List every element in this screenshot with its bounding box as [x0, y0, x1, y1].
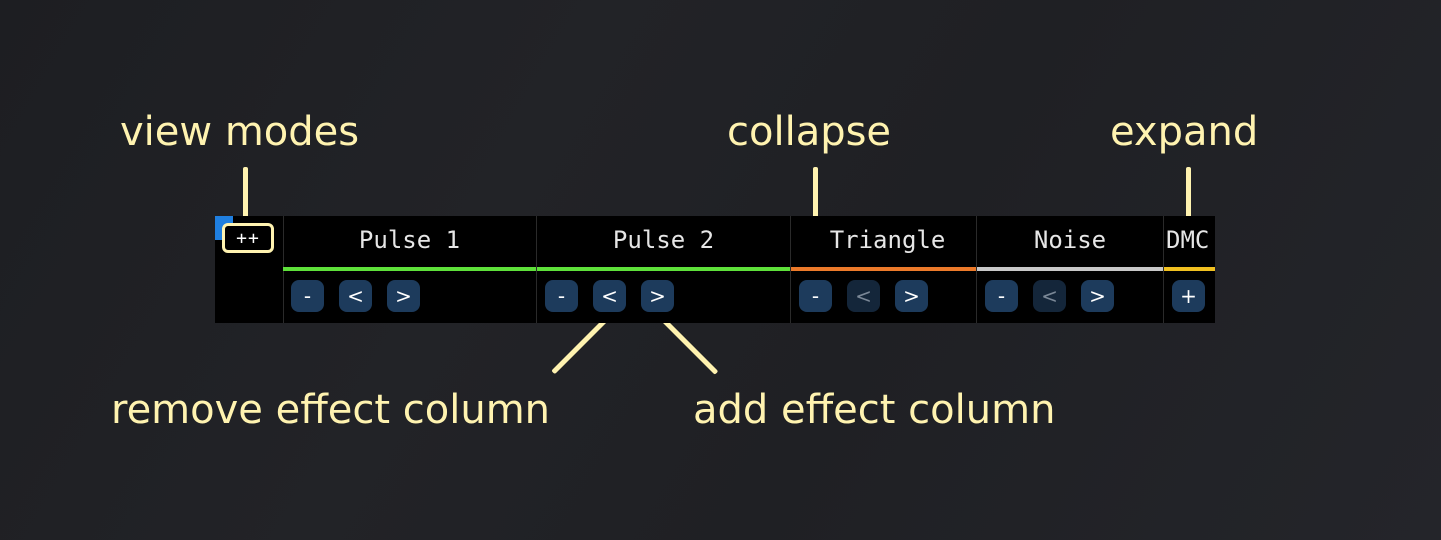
annotation-view-modes: view modes [120, 109, 360, 155]
channel-pulse-2: Pulse 2 - < > [537, 216, 791, 323]
add-effect-column-button[interactable]: > [387, 280, 420, 312]
channel-color-line [791, 267, 976, 271]
add-effect-column-button[interactable]: > [641, 280, 674, 312]
expand-button[interactable]: + [1172, 280, 1205, 312]
remove-effect-column-button[interactable]: < [847, 280, 880, 312]
channel-name: Noise [1033, 226, 1107, 254]
add-effect-column-button[interactable]: > [895, 280, 928, 312]
channel-name: Pulse 2 [612, 226, 715, 254]
collapse-button[interactable]: - [545, 280, 578, 312]
remove-effect-column-button[interactable]: < [339, 280, 372, 312]
channel-name: Triangle [829, 226, 946, 254]
annotation-line-view-modes [243, 167, 248, 223]
collapse-button[interactable]: - [799, 280, 832, 312]
collapse-button[interactable]: - [291, 280, 324, 312]
annotation-remove-effect: remove effect column [111, 387, 551, 433]
channel-color-line [283, 267, 536, 271]
channel-dmc: DMC + [1164, 216, 1215, 323]
remove-effect-column-button[interactable]: < [1033, 280, 1066, 312]
annotation-collapse: collapse [727, 109, 892, 155]
collapse-button[interactable]: - [985, 280, 1018, 312]
annotation-add-effect: add effect column [693, 387, 1056, 433]
channel-header-bar: ++ Pulse 1 - < > Pulse 2 - < > Triangle … [215, 216, 1215, 323]
channel-name: DMC [1166, 226, 1210, 254]
channel-triangle: Triangle - < > [791, 216, 977, 323]
channel-noise: Noise - < > [977, 216, 1164, 323]
channel-color-line [977, 267, 1163, 271]
remove-effect-column-button[interactable]: < [593, 280, 626, 312]
view-modes-button[interactable]: ++ [222, 223, 274, 253]
add-effect-column-button[interactable]: > [1081, 280, 1114, 312]
channel-pulse-1: Pulse 1 - < > [283, 216, 537, 323]
annotation-expand: expand [1110, 109, 1259, 155]
channel-color-line [537, 267, 790, 271]
header-corner: ++ [215, 216, 284, 323]
channel-name: Pulse 1 [358, 226, 461, 254]
channel-color-line [1164, 267, 1215, 271]
annotation-line-add-effect [658, 314, 719, 375]
